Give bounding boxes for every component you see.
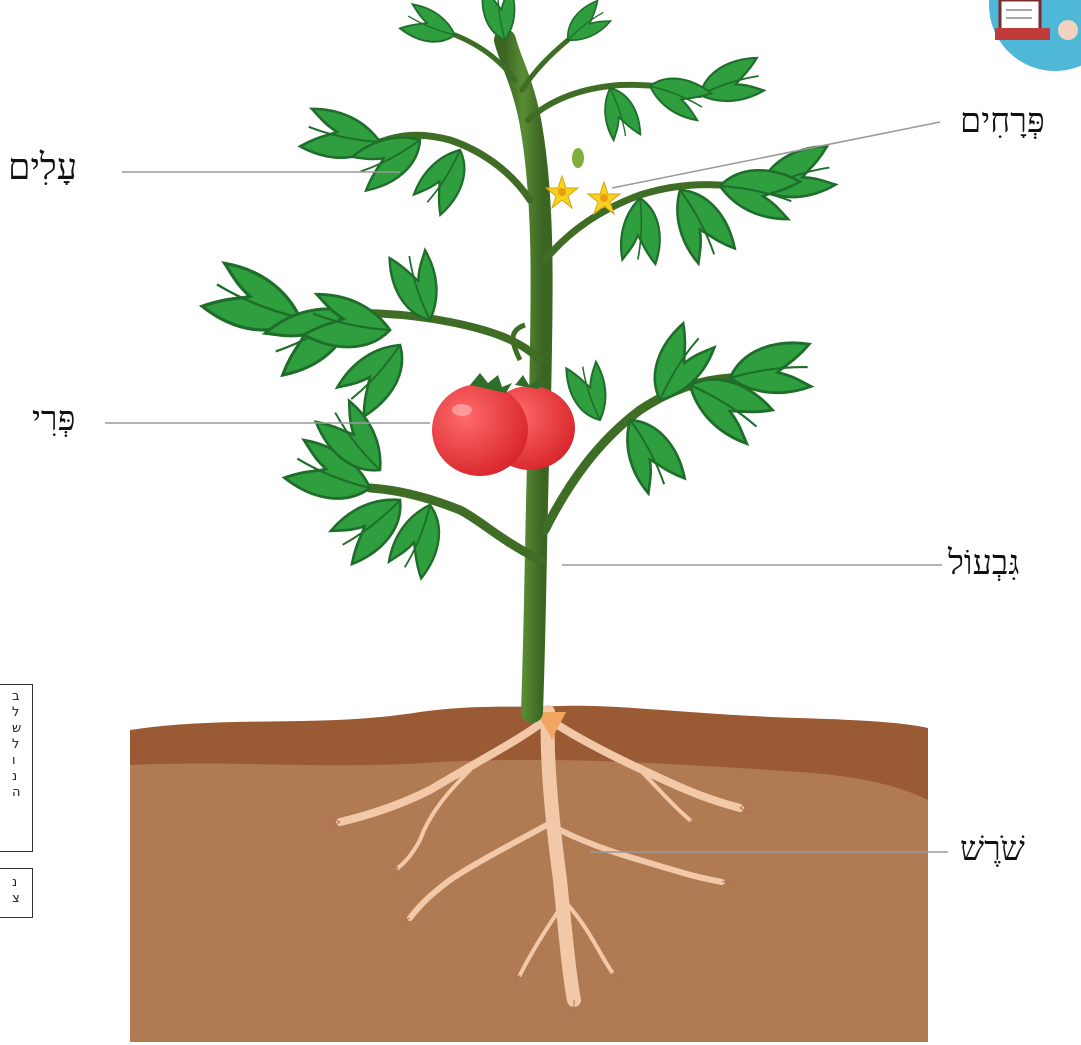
- fragment-line: ה: [12, 785, 26, 801]
- label-leaves: עָלִים: [8, 150, 77, 186]
- fruit: [432, 325, 575, 476]
- label-flowers: פְּרָחִים: [960, 104, 1045, 138]
- fragment-line: ל: [12, 705, 26, 721]
- fragment-line: נ: [12, 769, 26, 785]
- fragment-line: ש: [12, 721, 26, 737]
- soil: [130, 706, 928, 1042]
- side-text-fragment-1: ב ל ש ל ו נ ה: [0, 684, 33, 852]
- fragment-line: ו: [12, 753, 26, 769]
- label-stem: גִּבְעוֹל: [948, 546, 1019, 580]
- corner-badge: [987, 0, 1081, 73]
- side-text-fragment-2: נ צ: [0, 868, 33, 918]
- fragment-line: צ: [12, 891, 26, 907]
- fragment-line: נ: [12, 875, 26, 891]
- label-root: שֹׁרֶשׁ: [960, 832, 1025, 866]
- label-fruit: פְּרִי: [32, 402, 75, 436]
- fragment-line: ב: [12, 689, 26, 705]
- fragment-line: ל: [12, 737, 26, 753]
- flowers: [546, 148, 620, 214]
